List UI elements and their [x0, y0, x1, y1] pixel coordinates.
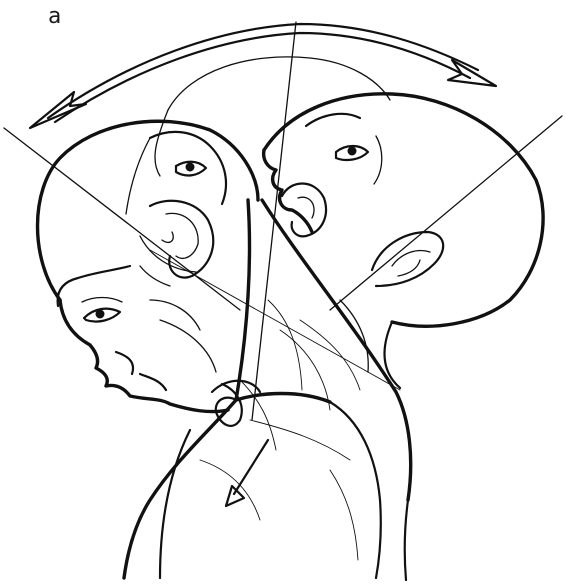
left-rotated-head [38, 121, 259, 411]
center-head [126, 57, 390, 272]
rotation-arc [48, 24, 478, 122]
right-arrowhead-icon [448, 60, 496, 86]
reference-axes [4, 22, 562, 420]
right-rotated-head [264, 94, 543, 388]
panel-label: a [48, 6, 61, 28]
